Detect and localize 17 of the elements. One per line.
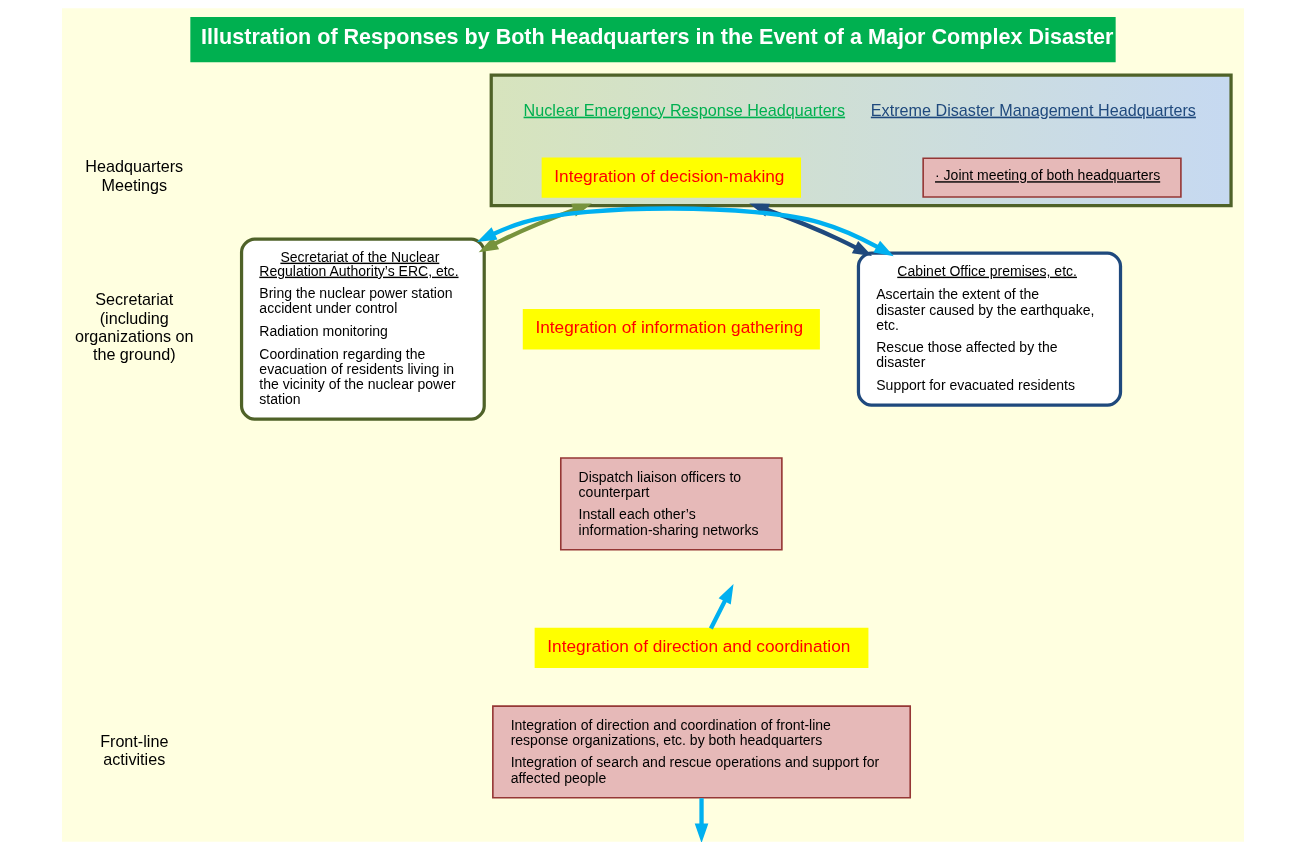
node-box: Secretariat of the Nuclear Regulation Authority’s ERC, etc. Bring the nuclear power station accident under control Radiation monitoring Coordination regarding the evacuation of residents living in the vicinity of the nuclear power station xyxy=(239,237,486,421)
node-box: Integration of decision-making xyxy=(541,157,801,198)
arrow xyxy=(748,203,872,257)
arrow xyxy=(694,798,708,842)
arrow xyxy=(478,203,592,253)
label: Secretariat (including organizations on the ground) xyxy=(74,290,194,364)
label: Front-line activities xyxy=(99,731,168,768)
node-box: Dispatch liaison officers to counterpart Install each other’s information-sharing networks xyxy=(559,457,783,551)
node-box: Cabinet Office premises, etc. Ascertain the extent of the disaster caused by the earthquake, etc. Rescue those affected by the disaster Support for evacuated residents xyxy=(856,251,1122,407)
node-box: Integration of information gathering xyxy=(522,308,820,350)
arrow xyxy=(476,206,894,257)
arrow xyxy=(708,583,733,630)
node-box: Integration of direction and coordination of front-line response organizations, etc. by both headquarters Integration of search and rescue operations and support for affected people xyxy=(491,705,911,799)
diagram-title: Illustration of Responses by Both Headquarters in the Event of a Major Complex Disaster xyxy=(200,23,1113,49)
node-box: Integration of direction and coordination xyxy=(534,627,868,669)
node-box: · Joint meeting of both headquarters xyxy=(921,157,1182,198)
label: Headquarters Meetings xyxy=(84,157,183,194)
